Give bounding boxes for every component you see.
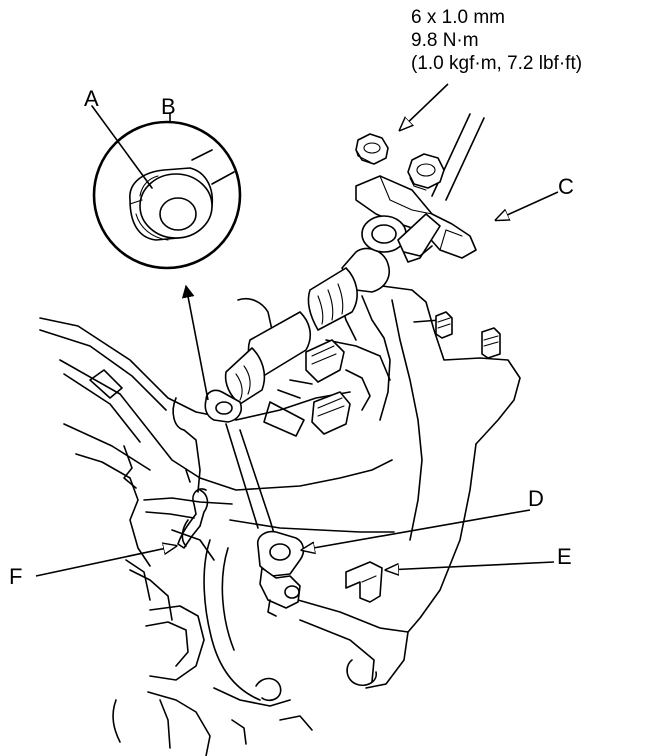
lock-pin <box>345 561 383 603</box>
bushing-detail-view <box>92 120 242 270</box>
callout-c: C <box>558 174 574 199</box>
leader-lines <box>35 83 559 577</box>
flange-nut-lower <box>407 153 445 191</box>
torque-imperial: (1.0 kgf·m, 7.2 lbf·ft) <box>411 53 583 74</box>
shift-cable <box>204 113 485 541</box>
callout-d: D <box>528 486 544 511</box>
torque-nm: 9.8 N·m <box>411 30 479 51</box>
callout-f: F <box>9 564 23 589</box>
callout-b: B <box>161 94 176 119</box>
bolt-size: 6 x 1.0 mm <box>411 7 505 28</box>
callout-e: E <box>557 544 572 569</box>
flange-nut-upper <box>355 133 389 165</box>
transmission-housing <box>39 285 521 756</box>
spring-clip <box>177 488 209 549</box>
control-lever <box>256 530 305 617</box>
torque-specification: 6 x 1.0 mm 9.8 N·m (1.0 kgf·m, 7.2 lbf·f… <box>411 6 582 75</box>
callout-a: A <box>84 86 99 111</box>
